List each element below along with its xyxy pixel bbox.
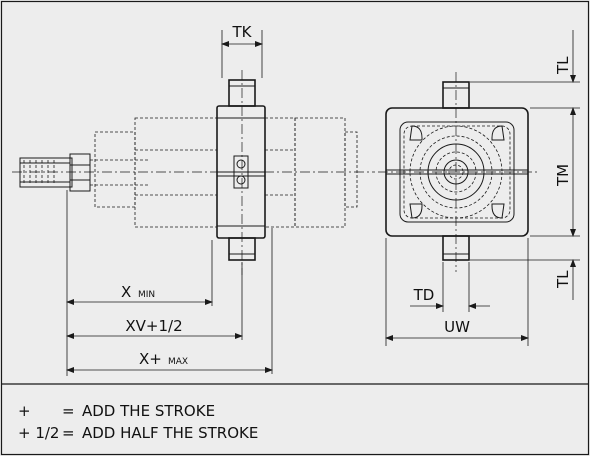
legend-text: ADD HALF THE STROKE: [82, 424, 259, 442]
legend-row-half-stroke: + 1/2= ADD HALF THE STROKE: [18, 424, 258, 442]
dim-tk-label: TK: [232, 23, 253, 41]
dim-tm-label: TM: [554, 164, 572, 187]
dim-xv-label: XV+1/2: [125, 317, 182, 335]
dim-x-min-sub: MIN: [138, 290, 155, 300]
dim-td-label: TD: [413, 286, 435, 304]
legend-equals: =: [62, 402, 75, 420]
legend-symbol: + 1/2: [18, 424, 60, 442]
legend-equals: =: [62, 424, 75, 442]
legend-row-stroke: + = ADD THE STROKE: [18, 402, 215, 420]
dim-x-min-label: X: [121, 283, 131, 301]
dim-tl-bottom-label: TL: [554, 270, 572, 289]
front-view: TL TM TL TD UW: [378, 30, 580, 346]
dim-uw-label: UW: [444, 318, 470, 336]
dim-tl-top-label: TL: [554, 56, 572, 75]
legend-text: ADD THE STROKE: [82, 402, 216, 420]
side-view: TK X MIN XV+1/2 X+ MAX: [12, 23, 375, 376]
dim-x-max-sub: MAX: [168, 357, 188, 367]
dim-x-max-label: X+: [139, 350, 162, 368]
legend-symbol: +: [18, 402, 31, 420]
